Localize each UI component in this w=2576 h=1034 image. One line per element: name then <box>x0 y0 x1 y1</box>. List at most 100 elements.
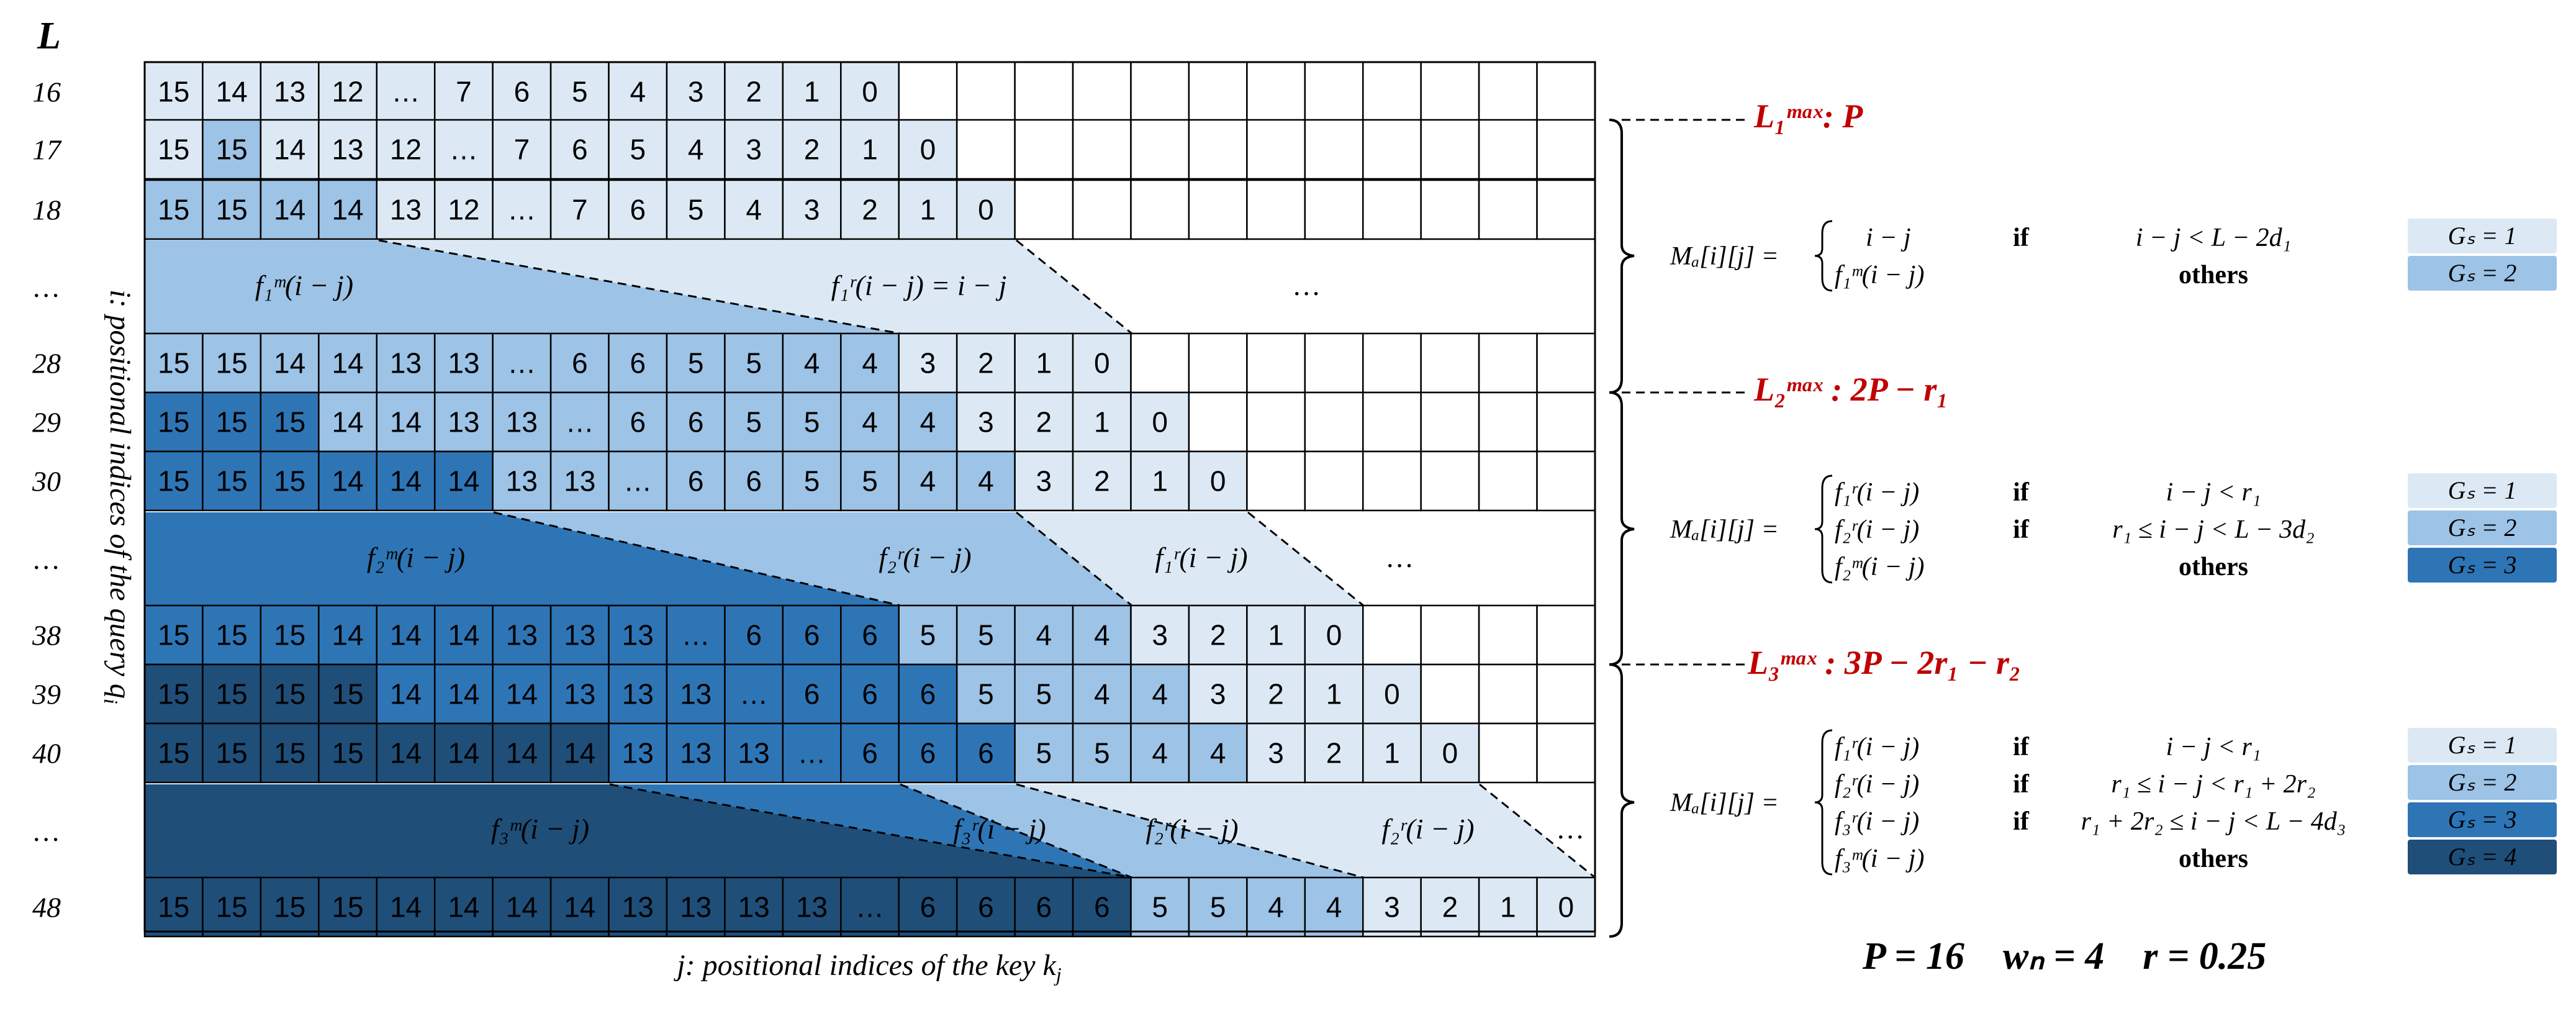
grid-cell <box>1304 61 1364 122</box>
grid-cell <box>202 61 262 122</box>
formula-if: if <box>2013 770 2030 799</box>
cell-value: 0 <box>1384 678 1400 710</box>
formula-lhs: Mₐ[i][j] = <box>1670 242 1779 271</box>
grid-cell <box>1304 119 1364 180</box>
grid-cell <box>1362 722 1422 784</box>
grid-cell <box>143 119 204 180</box>
grid-cell <box>549 663 610 725</box>
gap1-right-edge <box>1016 239 1132 335</box>
grid-cell <box>782 332 842 394</box>
cell-value: 5 <box>862 465 878 497</box>
formula-condition: others <box>2179 845 2248 873</box>
cell-value: 1 <box>1326 678 1342 710</box>
grid-cell <box>202 722 262 784</box>
y-axis-title: L <box>37 15 61 57</box>
cell-value: 13 <box>332 134 363 166</box>
grid-cell <box>1362 450 1422 512</box>
grid-cell <box>1246 876 1306 938</box>
grid-cell <box>1420 179 1480 240</box>
grid-cell <box>956 61 1016 122</box>
formula-if: if <box>2013 515 2030 544</box>
cell-value: … <box>623 465 652 497</box>
cell-value: 13 <box>390 194 422 226</box>
grid-cell <box>1478 663 1538 725</box>
formula-expr: f₁ʳ(i − j) <box>1835 733 1919 761</box>
cell-value: 13 <box>680 891 712 923</box>
cell-value: 5 <box>1036 737 1052 769</box>
grid-cell <box>1072 663 1132 725</box>
grid-cell <box>1478 179 1538 240</box>
grid-cell <box>1130 722 1190 784</box>
cell-value: 5 <box>920 619 936 651</box>
cell-value: 5 <box>688 194 704 226</box>
cell-value: 13 <box>506 619 538 651</box>
x-axis-label: j: positional indices of the key kj <box>673 949 1062 986</box>
grid-cell <box>1362 179 1422 240</box>
grid-cell <box>376 876 436 938</box>
gap3-region-fr2a <box>900 784 1363 878</box>
grid-cell <box>898 332 958 394</box>
cell-value: 14 <box>506 891 538 923</box>
cell-value: 2 <box>1442 891 1458 923</box>
grid-cell <box>840 450 900 512</box>
gap2-dots: … <box>1388 542 1413 573</box>
grid-cell <box>608 179 668 240</box>
cell-value: 6 <box>630 347 646 379</box>
grid-cell <box>1014 876 1074 938</box>
grid-cell <box>724 179 784 240</box>
gap1-fm-label: f₁ᵐ(i − j) <box>255 270 353 301</box>
cell-value: 7 <box>456 76 472 108</box>
cell-value: 14 <box>390 465 422 497</box>
formula-if: if <box>2013 224 2030 252</box>
gap2-right-edge <box>1247 511 1364 607</box>
lmax-connectors <box>1622 119 1745 666</box>
grid-cell <box>202 604 262 666</box>
cell-value: 12 <box>448 194 479 226</box>
formula-expr: i − j <box>1866 224 1911 252</box>
grid-cell <box>666 119 726 180</box>
grid-cell <box>1014 179 1074 240</box>
grid-cell <box>1188 332 1248 394</box>
bracket-2 <box>1609 391 1635 666</box>
row-label-39: 39 <box>32 679 61 710</box>
grid-cell <box>1130 604 1190 666</box>
cell-value: … <box>798 737 826 769</box>
region-texts: f₁ᵐ(i − j) f₁ʳ(i − j) = i − j … f₂ᵐ(i − … <box>255 270 1584 845</box>
lmax-2-label: L₂ᵐᵃˣ : 2P − r₁ <box>1753 371 1948 408</box>
cell-value: 13 <box>622 737 654 769</box>
cell-value: 15 <box>332 678 363 710</box>
grid-cell <box>666 604 726 666</box>
formula-expr: f₂ʳ(i − j) <box>1835 515 1919 544</box>
grid-cell <box>1014 450 1074 512</box>
cell-value: 4 <box>688 134 704 166</box>
cell-value: 3 <box>1036 465 1052 497</box>
cell-value: 14 <box>274 194 305 226</box>
grid-cell <box>1362 119 1422 180</box>
grid-cell <box>318 663 378 725</box>
grid-cell <box>1130 119 1190 180</box>
cell-value: 4 <box>1036 619 1052 651</box>
row-label-28: 28 <box>32 348 61 379</box>
grid-cell <box>956 876 1016 938</box>
group-size-badge <box>2408 765 2557 800</box>
cell-value: 6 <box>630 406 646 438</box>
cell-value: 2 <box>862 194 878 226</box>
grid-cell <box>840 179 900 240</box>
grid-cell <box>724 663 784 725</box>
cell-value: 14 <box>448 465 479 497</box>
grid-cell <box>1420 119 1480 180</box>
cell-value: 5 <box>804 465 820 497</box>
cell-value: … <box>450 134 478 166</box>
formula-expr: f₁ᵐ(i − j) <box>1835 261 1924 289</box>
cell-value: 4 <box>1152 678 1168 710</box>
group-size-label: Gₛ = 1 <box>2448 476 2517 504</box>
x-axis-label-sub: j <box>1054 963 1062 986</box>
cell-value: 13 <box>622 678 654 710</box>
cell-value: 1 <box>1268 619 1284 651</box>
cell-value: 2 <box>1036 406 1052 438</box>
gap3-region-fm <box>145 784 1132 878</box>
cell-value: 15 <box>158 678 189 710</box>
cell-value: 2 <box>804 134 820 166</box>
grid-cell <box>549 604 610 666</box>
cell-value: 4 <box>1326 891 1342 923</box>
